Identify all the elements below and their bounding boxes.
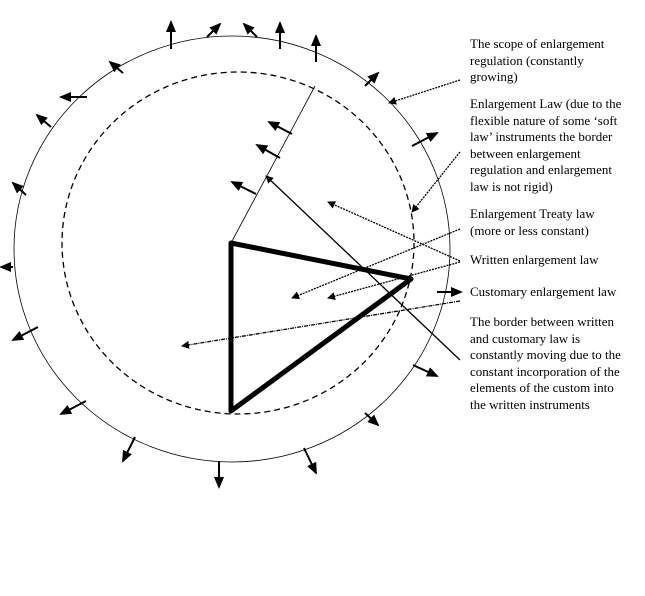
label-treaty-law: Enlargement Treaty law (more or less con… (470, 206, 595, 238)
label-border: The border between written and customary… (470, 314, 621, 412)
label-written-law: Written enlargement law (470, 252, 599, 267)
label-pointer-arrows (181, 79, 461, 361)
treaty-law-pointer (291, 228, 461, 300)
treaty-law-triangle (228, 240, 414, 414)
label-scope: The scope of enlargement regulation (con… (470, 36, 605, 84)
label-enlargement-law: Enlargement Law (due to the flexible nat… (470, 96, 622, 194)
inner-dashed-circle-enlargement-law (61, 71, 415, 415)
outer-circle-enlargement-regulation (13, 35, 451, 463)
written-law-pointer-1 (327, 201, 461, 262)
enlargement-law-pointer (411, 151, 461, 213)
label-customary-law: Customary enlargement law (470, 284, 617, 299)
written-law-pointer-2 (327, 261, 461, 301)
scope-pointer (388, 79, 461, 105)
written-customary-border-line (230, 85, 316, 244)
customary-law-pointer (181, 300, 461, 349)
border-pointer (265, 175, 461, 361)
growth-arrows (0, 20, 463, 489)
